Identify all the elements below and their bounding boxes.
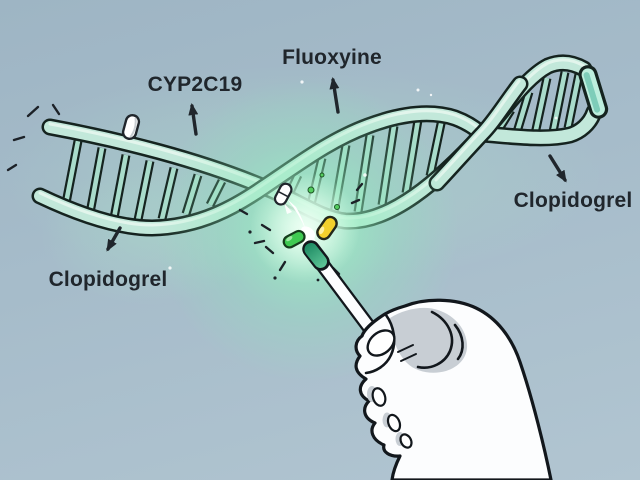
thumb-divider xyxy=(364,313,396,375)
arrow-cyp2c19 xyxy=(188,103,199,136)
hand-icon xyxy=(354,298,553,480)
finger-nails xyxy=(367,386,413,449)
white-pill-icon xyxy=(121,113,141,141)
yellow-pill-icon xyxy=(316,215,338,241)
thumb-nail xyxy=(366,329,396,357)
arrow-clopidogrel-left xyxy=(106,226,122,252)
label-clopidogrel-right: Clopidogrel xyxy=(513,189,633,212)
white-capsule-icon xyxy=(273,182,293,206)
knuckle-creases xyxy=(397,344,417,362)
dna-strand-a-front xyxy=(428,75,529,192)
arrow-fluoxyine xyxy=(329,77,340,114)
curled-index-finger xyxy=(416,310,464,369)
cotton-swab-icon xyxy=(302,240,380,339)
green-capsule-icon xyxy=(282,229,306,249)
label-cyp2c19: CYP2C19 xyxy=(147,73,243,96)
label-fluoxyine: Fluoxyine xyxy=(282,46,382,69)
label-clopidogrel-left: Clopidogrel xyxy=(48,268,168,291)
dna-end-cap xyxy=(578,65,609,119)
arrow-clopidogrel-right xyxy=(548,154,567,183)
annotation-arrows xyxy=(106,77,567,252)
green-specks xyxy=(307,172,340,210)
sparkle-dots xyxy=(168,80,558,270)
